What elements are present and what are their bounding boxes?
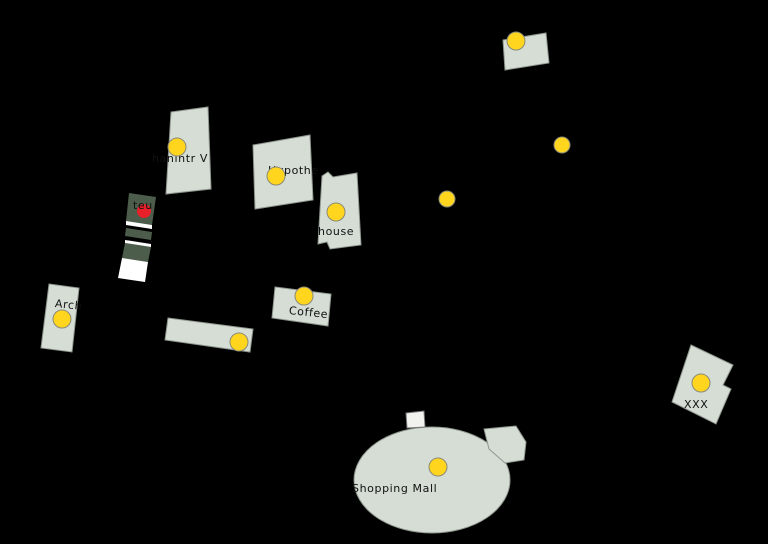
map-feature-strip-building[interactable] [164,317,254,353]
poi-marker-xxx-building[interactable] [691,373,711,393]
building-footprint-mall-kiosk[interactable] [405,410,426,429]
map-feature-shopping-mall[interactable]: Shopping Mall [352,426,511,534]
building-label-house-building: house [318,225,354,238]
poi-marker-coffee-building[interactable] [294,286,314,306]
map-feature-hanintr-building[interactable]: hanintr V [152,106,212,195]
poi-marker-shopping-mall[interactable] [428,457,448,477]
map-feature-hypothe-building[interactable]: Hypothe [252,134,319,210]
building-footprint-mall-annex[interactable] [483,425,527,464]
building-label-coffee-building: Coffee [288,304,328,321]
poi-marker-house-building[interactable] [326,202,346,222]
map-feature-top-right-block[interactable] [502,31,550,71]
map-feature-coffee-building[interactable]: Coffee [271,286,332,327]
tower-stripe-1 [125,240,151,247]
building-label-shopping-mall: Shopping Mall [352,482,437,495]
building-label-arch-building: Arch [54,297,82,313]
poi-marker-dot-upper-right[interactable] [553,136,571,154]
poi-marker-arch-building[interactable] [52,309,72,329]
poi-marker-top-right-block[interactable] [506,31,526,51]
building-footprint-hanintr-building[interactable] [165,106,212,195]
map-feature-clock-tower[interactable]: teu [118,193,156,282]
tower-band-1 [125,228,152,240]
building-footprint-shopping-mall[interactable] [353,426,511,534]
poi-marker-strip-building[interactable] [229,332,249,352]
poi-marker-hypothe-building[interactable] [266,166,286,186]
tower-band-2 [122,243,151,262]
building-label-hanintr-building: hanintr V [152,152,208,165]
tower-base [118,258,148,282]
map-feature-house-building[interactable]: house [317,171,362,250]
tower-stripe-0 [126,221,152,229]
poi-marker-dot-center[interactable] [438,190,456,208]
map-feature-xxx-building[interactable]: XXX [671,344,734,425]
tower-marker-icon[interactable] [137,204,151,218]
building-label-xxx-building: XXX [684,398,708,411]
tower-label: teu [133,199,153,212]
map-feature-arch-building[interactable]: Arch [40,283,83,353]
poi-marker-hanintr-building[interactable] [167,137,187,157]
